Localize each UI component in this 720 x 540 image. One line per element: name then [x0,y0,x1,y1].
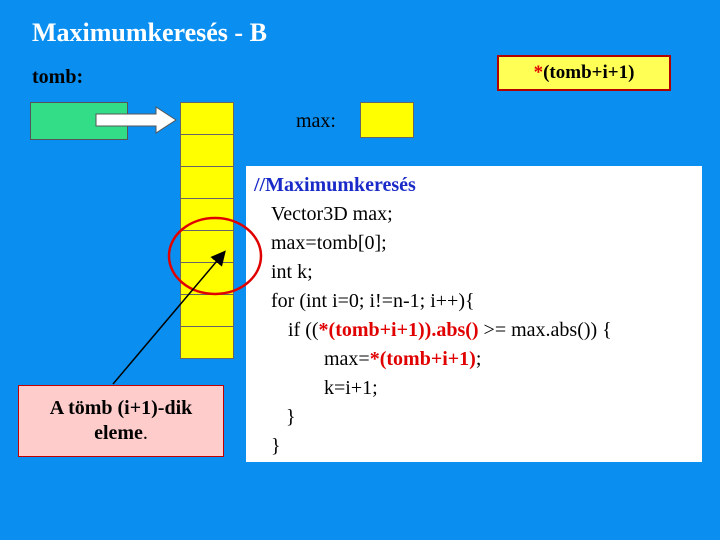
code-line-8: } [286,406,296,428]
note-to-element-arrow [112,250,226,385]
tomb-label: tomb: [32,66,84,88]
array-cell [180,134,234,167]
code-line-9: } [271,435,281,457]
note-line-2-rest: . [142,422,148,444]
max-label: max: [296,110,336,132]
code-line-3: int k; [271,261,313,283]
note-box: A tömb (i+1)-dik eleme. [18,385,224,457]
max-box [360,102,414,138]
slide-title: Maximumkeresés - B [32,18,267,47]
array-cell [180,102,234,135]
code-line-5-pre: if (( [288,319,319,341]
code-line-6-post: ; [475,348,482,370]
code-line-5: if ((*(tomb+i+1)).abs() >= max.abs()) { [288,319,612,342]
tomb-to-array-arrow [95,106,177,134]
code-line-6-highlight: *(tomb+i+1) [369,348,476,370]
code-line-5-highlight: *(tomb+i+1)).abs() [318,319,479,341]
code-line-4: for (int i=0; i!=n-1; i++){ [271,290,475,312]
code-line-2: max=tomb[0]; [271,232,387,254]
code-comment: //Maximumkeresés [254,174,416,196]
expression-box: *(tomb+i+1) [497,55,671,91]
note-line-2: eleme. [19,421,223,446]
expression-star: * [533,62,544,83]
note-line-1: A tömb (i+1)-dik [49,397,193,419]
code-line-7: k=i+1; [324,377,378,399]
code-line-6-pre: max= [324,348,370,370]
code-line-5-post: >= max.abs()) { [478,319,612,341]
expression-body: (tomb+i+1) [543,62,635,83]
array-cell [180,166,234,199]
code-box: //Maximumkeresés Vector3D max; max=tomb[… [246,166,702,462]
highlight-ellipse [167,216,263,296]
array-cell [180,326,234,359]
code-line-1: Vector3D max; [271,203,393,225]
array-cells [180,102,234,359]
note-line-2-bold: eleme [94,422,143,444]
code-line-6: max=*(tomb+i+1); [324,348,481,371]
